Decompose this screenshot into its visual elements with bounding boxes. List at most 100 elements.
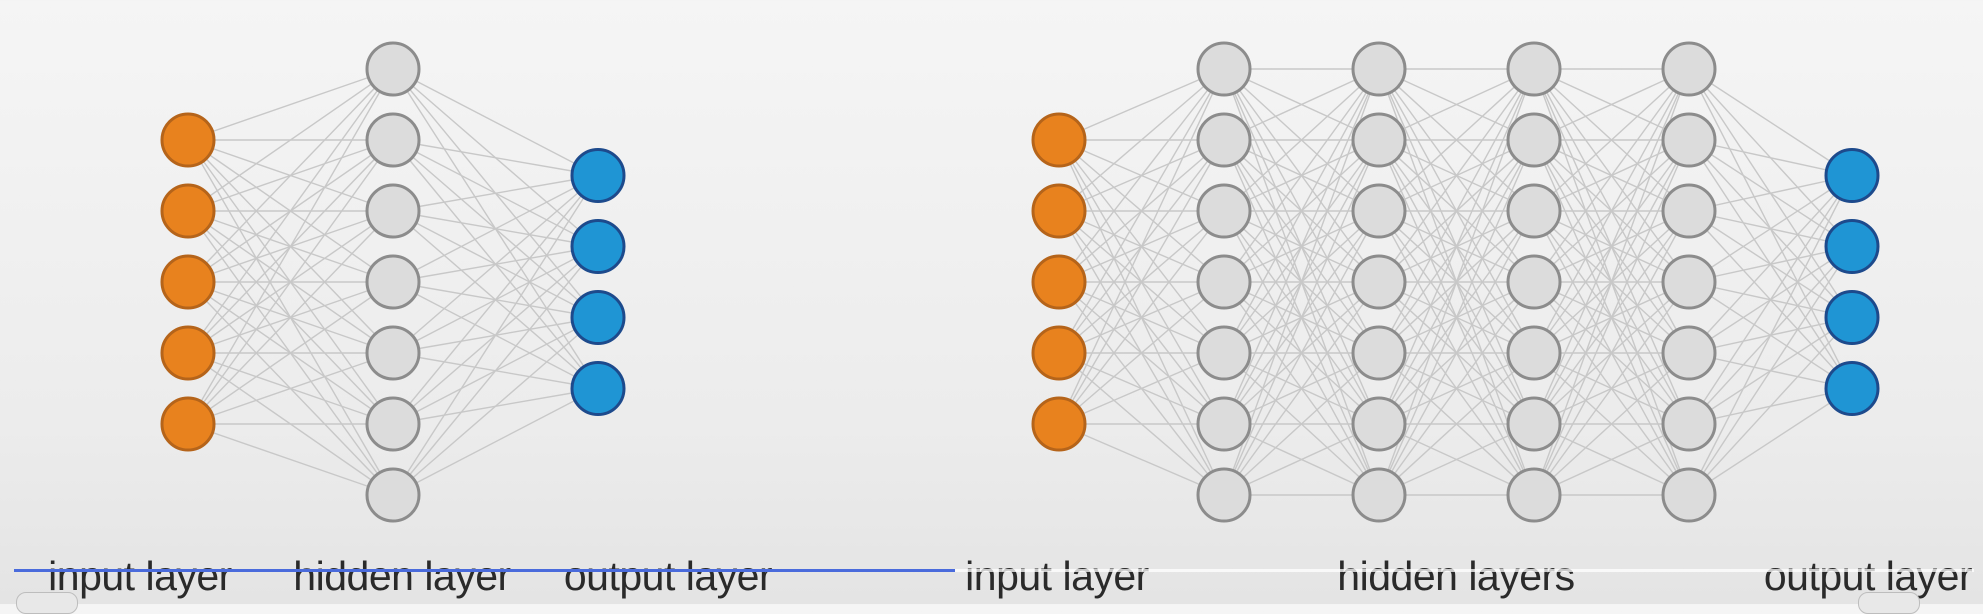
hidden-node xyxy=(1506,254,1562,310)
connection-edge xyxy=(1058,68,1225,212)
connection-edge xyxy=(187,210,394,425)
connection-edge xyxy=(1533,139,1690,496)
connection-edge xyxy=(392,246,599,496)
connection-edge xyxy=(1688,175,1853,354)
hidden-node xyxy=(1196,112,1252,168)
connection-edge xyxy=(1688,174,1853,283)
connection-edge xyxy=(1688,175,1853,425)
connection-edge xyxy=(392,174,599,283)
hidden-node xyxy=(1351,112,1407,168)
video-progress-fill xyxy=(14,569,955,572)
connection-edge xyxy=(1058,210,1225,425)
deep-output-layer-label: output layer xyxy=(1763,553,1973,599)
connection-edge xyxy=(1058,68,1225,354)
connection-edge xyxy=(1223,352,1380,496)
connection-edge xyxy=(1378,68,1535,283)
connection-edge xyxy=(1223,68,1380,141)
connection-edge xyxy=(1378,68,1535,212)
connection-edge xyxy=(187,68,394,212)
connection-edge xyxy=(1688,139,1853,177)
hidden-node xyxy=(1506,41,1562,97)
connection-edge xyxy=(1688,174,1853,212)
hidden-node xyxy=(1196,325,1252,381)
hidden-node xyxy=(365,396,421,452)
left-corner-control[interactable] xyxy=(16,592,78,614)
deep-network-edges xyxy=(1058,68,1853,496)
hidden-node xyxy=(1661,254,1717,310)
input-node xyxy=(160,254,216,310)
hidden-node xyxy=(365,254,421,310)
connection-edge xyxy=(187,281,394,425)
hidden-node xyxy=(365,112,421,168)
deep-network xyxy=(1031,41,1880,523)
input-node xyxy=(1031,396,1087,452)
connection-edge xyxy=(187,423,394,496)
connection-edge xyxy=(1058,281,1225,425)
connection-edge xyxy=(1688,387,1853,496)
right-corner-control[interactable] xyxy=(1858,592,1920,614)
input-node xyxy=(1031,183,1087,239)
connection-edge xyxy=(392,175,599,496)
input-node xyxy=(1031,254,1087,310)
input-node xyxy=(1031,112,1087,168)
input-node xyxy=(160,325,216,381)
hidden-node xyxy=(365,467,421,523)
connection-edge xyxy=(1378,68,1535,141)
hidden-node xyxy=(1351,325,1407,381)
connection-edge xyxy=(392,174,599,354)
connection-edge xyxy=(1533,68,1690,354)
connection-edge xyxy=(187,68,394,283)
connection-edge xyxy=(392,175,599,425)
connection-edge xyxy=(1058,352,1225,425)
simple-network-edges xyxy=(187,68,599,496)
connection-edge xyxy=(1223,68,1380,283)
hidden-node xyxy=(1661,325,1717,381)
deep-input-layer-label: input layer xyxy=(965,553,1149,599)
output-node xyxy=(1824,148,1880,203)
connection-edge xyxy=(392,139,599,177)
connection-edge xyxy=(392,68,599,177)
hidden-node xyxy=(1351,183,1407,239)
simple-input-layer-label: input layer xyxy=(48,553,232,599)
hidden-node xyxy=(1196,254,1252,310)
connection-edge xyxy=(1058,139,1225,425)
output-node xyxy=(570,219,626,274)
connection-edge xyxy=(1533,68,1690,141)
hidden-node xyxy=(1196,467,1252,523)
input-node xyxy=(160,183,216,239)
simple-network-nodes xyxy=(160,41,626,523)
connection-edge xyxy=(1533,68,1690,425)
connection-edge xyxy=(187,352,394,425)
connection-edge xyxy=(392,387,599,496)
hidden-node xyxy=(1351,396,1407,452)
connection-edge xyxy=(1223,68,1380,354)
connection-edge xyxy=(1688,246,1853,496)
connection-edge xyxy=(1378,210,1535,496)
hidden-node xyxy=(1661,396,1717,452)
connection-edge xyxy=(1058,68,1225,141)
hidden-node xyxy=(1506,325,1562,381)
connection-edge xyxy=(1223,423,1380,496)
simple-hidden-layer-label: hidden layer xyxy=(293,553,511,599)
hidden-node xyxy=(1196,183,1252,239)
connection-edge xyxy=(1058,423,1225,496)
hidden-node xyxy=(1661,41,1717,97)
hidden-node xyxy=(1661,467,1717,523)
output-node xyxy=(570,148,626,203)
input-node xyxy=(160,396,216,452)
connection-edge xyxy=(1223,68,1380,425)
connection-edge xyxy=(1058,68,1225,425)
connection-edge xyxy=(1688,175,1853,496)
hidden-node xyxy=(1661,112,1717,168)
deep-network-nodes xyxy=(1031,41,1880,523)
output-node xyxy=(570,290,626,345)
video-progress-bar[interactable] xyxy=(14,569,1974,572)
connection-edge xyxy=(1533,352,1690,496)
connection-edge xyxy=(1223,139,1380,496)
connection-edge xyxy=(1223,281,1380,496)
output-node xyxy=(1824,361,1880,416)
connection-edge xyxy=(1533,68,1690,212)
hidden-node xyxy=(1661,183,1717,239)
hidden-node xyxy=(1506,467,1562,523)
